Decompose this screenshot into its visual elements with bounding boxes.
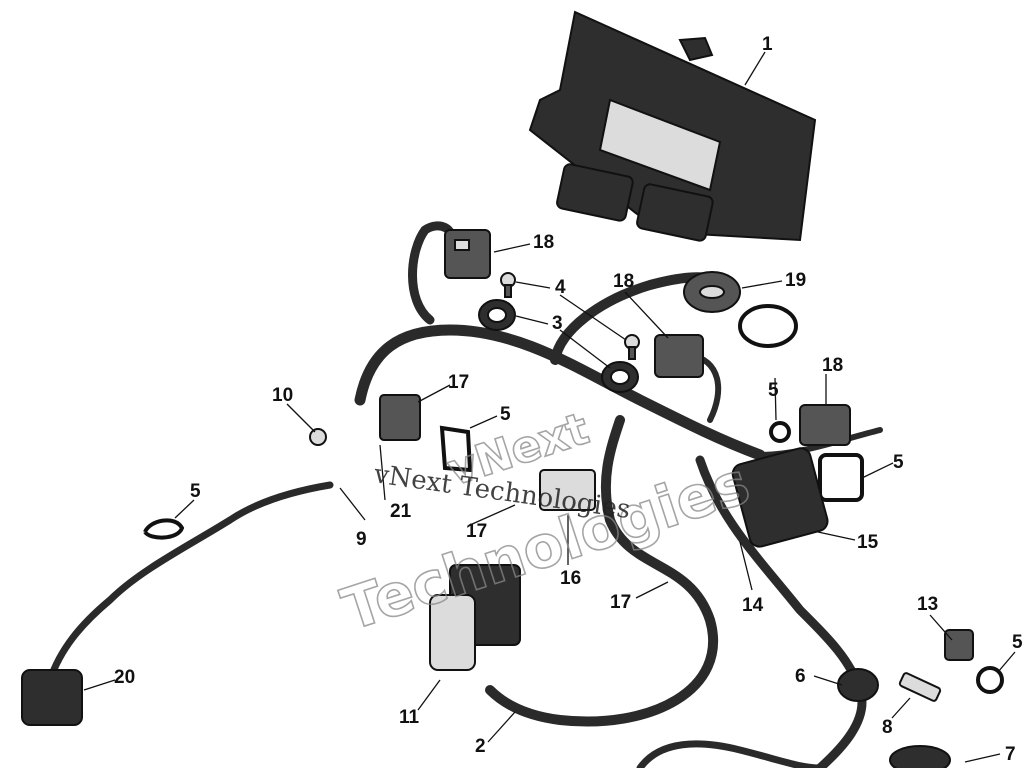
callout-5: 5: [768, 380, 779, 401]
callout-6: 6: [795, 666, 806, 687]
callout-5: 5: [500, 404, 511, 425]
cable-tie-5: [143, 304, 1004, 694]
relay-17: [379, 394, 421, 441]
connector-15: [731, 447, 829, 548]
screw-4-lower: [624, 334, 640, 360]
callout-18: 18: [822, 355, 843, 376]
callout-17: 17: [466, 521, 487, 542]
connector-18-top: [444, 229, 491, 279]
connector-18-mid: [654, 334, 704, 378]
callout-18: 18: [613, 271, 634, 292]
screw-10: [309, 428, 327, 446]
callout-1: 1: [762, 34, 773, 55]
leader-lines: [83, 51, 1016, 763]
callout-15: 15: [857, 532, 879, 553]
clip-13: [944, 629, 974, 661]
callout-7: 7: [1005, 744, 1016, 765]
wiring-harness: [46, 221, 883, 768]
grommet-3-upper: [478, 299, 516, 331]
callout-17: 17: [610, 592, 631, 613]
callout-13: 13: [917, 594, 938, 615]
callout-5: 5: [1012, 632, 1023, 653]
callout-9: 9: [356, 529, 367, 550]
callout-labels: 1 18 4 18 19 3 4 3 17 10 5 5 18 5 5 21 9…: [114, 34, 1023, 765]
callout-10: 10: [272, 385, 293, 406]
callout-19: 19: [785, 270, 806, 291]
callout-8: 8: [882, 717, 893, 738]
callout-21: 21: [390, 501, 412, 522]
grommet-3-lower: [601, 361, 639, 393]
holder-16: [539, 469, 596, 511]
bolt-8: [898, 672, 942, 702]
ecm-module: [528, 10, 817, 242]
part-7: [889, 745, 951, 768]
callout-11: 11: [399, 707, 420, 728]
callout-17: 17: [448, 372, 469, 393]
ring-6: [837, 668, 879, 702]
screw-4-upper: [500, 272, 516, 298]
callout-20: 20: [114, 667, 135, 688]
callout-16: 16: [560, 568, 581, 589]
callout-3: 3: [552, 313, 563, 334]
connector-18-right: [799, 404, 851, 446]
callout-4: 4: [555, 277, 566, 298]
connector-20: [21, 669, 83, 726]
callout-2: 2: [475, 736, 486, 757]
callout-5: 5: [190, 481, 201, 502]
connector-19: [683, 271, 741, 313]
callout-5: 5: [893, 452, 904, 473]
sensor-11: [429, 564, 521, 671]
callout-14: 14: [742, 595, 764, 616]
callout-18: 18: [533, 232, 554, 253]
